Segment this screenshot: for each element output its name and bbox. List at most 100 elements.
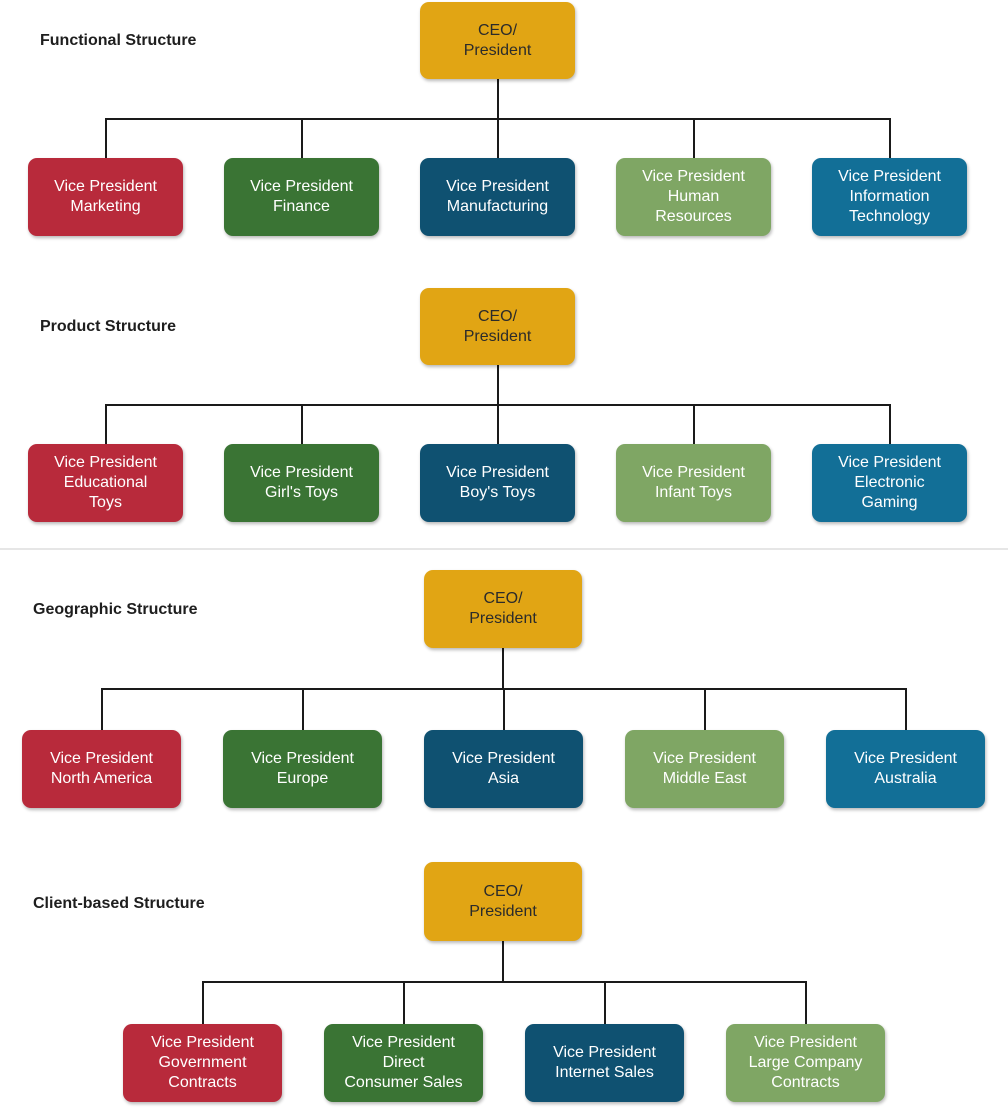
box-text-line: Vice President [151, 1034, 254, 1051]
connector-line [100, 688, 103, 733]
box-text-line: CEO/ [477, 21, 518, 39]
box-text-line: Vice President [446, 464, 549, 481]
box-text-line: Vice President [54, 454, 157, 471]
connector-line [104, 118, 107, 161]
box-text-line: Manufacturing [446, 198, 549, 215]
connector-line [888, 118, 891, 161]
box-text-line: Toys [89, 494, 122, 511]
connector-line [402, 981, 405, 1027]
box-text-line: CEO/ [483, 590, 523, 607]
connector-line [300, 118, 303, 161]
box-text-line: Large Company [748, 1054, 863, 1071]
box-text-line: Vice President [854, 750, 957, 767]
box-text-line: Vice President [452, 750, 555, 767]
box-text-line: Educational [63, 474, 148, 491]
box-text-line: Government [158, 1054, 247, 1071]
box-text-line: President [469, 902, 537, 920]
box-text-line: Vice President [754, 1034, 857, 1051]
structure-title: Geographic Structure [33, 601, 198, 618]
box-text-line: Internet Sales [555, 1064, 654, 1081]
box-text-line: Vice President [251, 750, 354, 767]
connector-line [502, 688, 505, 733]
connector-line [502, 646, 504, 690]
box-text-line: Vice President [642, 168, 745, 185]
box-text-line: Vice President [838, 454, 941, 471]
connector-line [888, 404, 891, 447]
connector-line [104, 404, 107, 447]
box-text-line: Vice President [54, 178, 157, 195]
box-text-line: Contracts [771, 1074, 840, 1091]
box-text-line: CEO/ [483, 882, 523, 900]
box-text-line: Vice President [838, 168, 941, 185]
box-text-line: Consumer Sales [344, 1074, 463, 1091]
box-text-line: Contracts [168, 1074, 237, 1091]
box-text-line: Europe [276, 770, 329, 787]
box-text-line: Direct [382, 1054, 425, 1071]
box-text-line: Electronic [854, 474, 925, 491]
box-text-line: Resources [655, 208, 732, 225]
box-text-line: Vice President [446, 178, 549, 195]
box-text-line: Girl's Toys [265, 484, 338, 501]
box-text-line: Vice President [553, 1044, 656, 1061]
box-text-line: CEO/ [477, 307, 518, 325]
box-text-line: Vice President [653, 750, 756, 767]
connector-line [904, 688, 907, 733]
ceo-box: CEO/President [420, 288, 575, 365]
box-text-line: Human [667, 188, 720, 205]
box-text-line: Technology [849, 208, 930, 225]
box-text-line: Australia [874, 770, 937, 787]
box-text-line: Marketing [70, 198, 141, 215]
box-text-line: President [463, 327, 532, 345]
ceo-box: CEO/President [420, 2, 575, 79]
connector-line [603, 981, 606, 1027]
connector-line [301, 688, 304, 733]
connector-line [496, 77, 499, 120]
connector-line [496, 118, 499, 161]
ceo-box: CEO/President [424, 570, 582, 648]
connector-line [201, 981, 204, 1027]
box-text-line: Information [849, 188, 930, 205]
connector-line [703, 688, 706, 733]
box-text-line: Middle East [662, 770, 747, 787]
connector-line [804, 981, 807, 1027]
connector-line [496, 363, 499, 406]
box-text-line: Vice President [642, 464, 745, 481]
section-divider [0, 548, 1008, 550]
structure-title: Product Structure [40, 318, 177, 335]
connector-line [496, 404, 499, 447]
structure-title: Functional Structure [40, 32, 197, 49]
ceo-box: CEO/President [424, 862, 582, 941]
box-text-line: Vice President [50, 750, 153, 767]
box-text-line: Finance [273, 198, 330, 215]
box-text-line: Infant Toys [654, 484, 733, 501]
structure-title: Client-based Structure [33, 895, 205, 912]
connector-line [692, 404, 695, 447]
connector-bus [201, 981, 807, 983]
box-text-line: Vice President [352, 1034, 455, 1051]
box-text-line: President [463, 41, 532, 59]
box-text-line: Vice President [250, 178, 353, 195]
box-text-line: North America [50, 770, 153, 787]
box-text-line: Gaming [861, 494, 918, 511]
connector-line [502, 939, 504, 983]
connector-line [692, 118, 695, 161]
